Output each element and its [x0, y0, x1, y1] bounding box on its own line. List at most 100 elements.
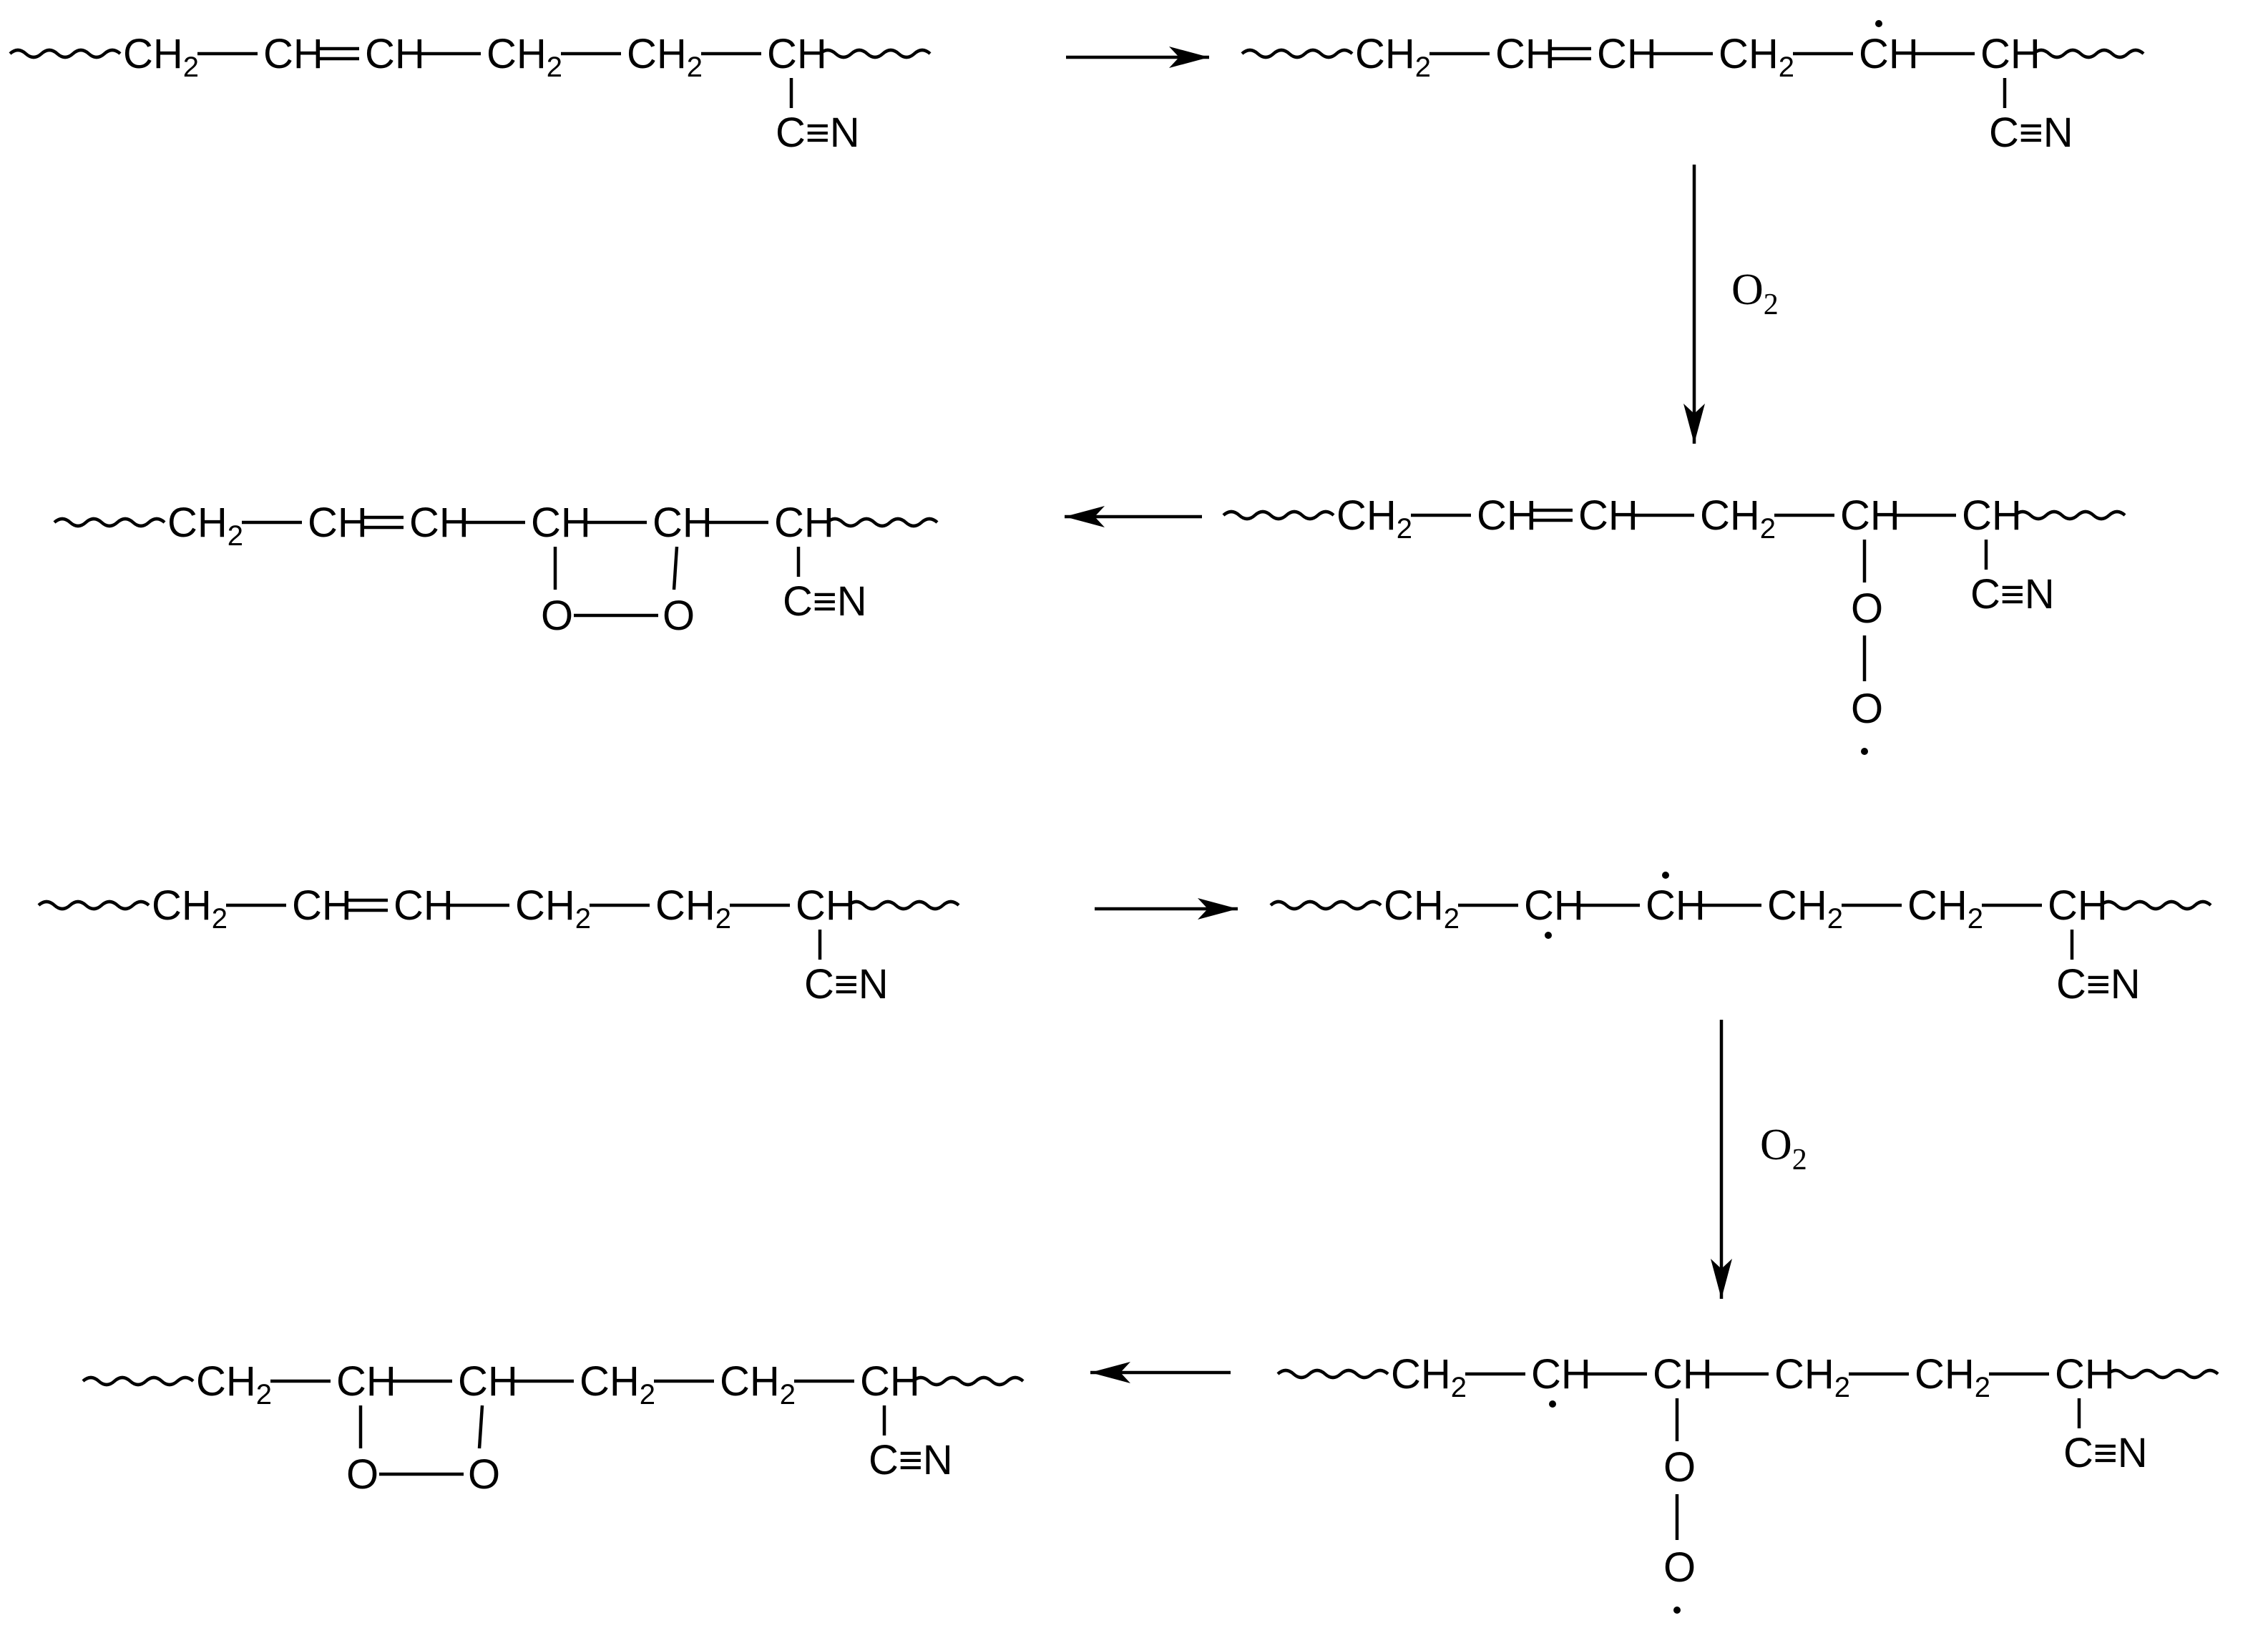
ch2-group: CH2 [1774, 1351, 1850, 1403]
ch2-group: CH2 [627, 31, 703, 83]
ch2-group: CH2 [1355, 31, 1431, 83]
ch2-group: CH2 [1384, 882, 1460, 935]
arrowhead [1065, 506, 1105, 527]
reaction-arrow-step-1b: O2 [1683, 165, 1779, 444]
ch2-group: CH2 [487, 31, 562, 83]
oxygen-atom: O [1851, 585, 1883, 632]
ch-group: CH [2055, 1351, 2115, 1398]
polymer-chain-wavy-bond [818, 48, 932, 59]
polymer-chain-wavy-bond [1222, 510, 1335, 521]
reaction-arrow-step-1a [1066, 47, 1209, 68]
ch2-group: CH2 [720, 1358, 796, 1410]
nitrile-group: C≡N [2056, 961, 2141, 1008]
nitrile-group: C≡N [804, 961, 889, 1008]
ch-group: CH [2048, 882, 2108, 929]
ch-group: CH [860, 1358, 920, 1405]
polymer-chain-wavy-bond [37, 900, 150, 911]
polymer-a: CH2 CH CH CH2 CH2 CH C≡N [9, 31, 932, 156]
reaction-arrow-step-2c [1090, 1362, 1231, 1383]
nitrile-group: C≡N [1989, 109, 2073, 156]
ch-group: CH [1597, 31, 1657, 77]
ch-group: CH [365, 31, 425, 77]
ch-group: CH [1840, 492, 1900, 539]
arrowhead [1169, 47, 1209, 68]
nitrile-group: C≡N [783, 578, 867, 625]
ch-group: CH [458, 1358, 518, 1405]
c-o-bond [672, 546, 679, 590]
reagent-oxygen-label: O2 [1760, 1121, 1807, 1176]
ch-group: CH [796, 882, 856, 929]
oxygen-radical-atom: O [1851, 686, 1883, 732]
ch-group: CH [767, 31, 827, 77]
ch-group: CH [652, 499, 713, 546]
nitrile-group: C≡N [1970, 571, 2055, 618]
polymer-chain-wavy-bond [847, 900, 960, 911]
arrowhead [1683, 404, 1705, 444]
polymer-chain-wavy-bond [2099, 900, 2212, 911]
ch2-group: CH2 [1700, 492, 1776, 545]
ch2-group: CH2 [152, 882, 228, 935]
ch2-group: CH2 [167, 499, 243, 552]
ch-group: CH [774, 499, 834, 546]
radical-dot [1549, 1400, 1556, 1408]
reaction-arrow-step-2b: O2 [1711, 1020, 1807, 1299]
ch-group: CH [263, 31, 323, 77]
ch2-group: CH2 [196, 1358, 272, 1410]
oxygen-atom: O [541, 593, 573, 639]
oxygen-atom: O [468, 1451, 500, 1498]
ch2-group: CH2 [655, 882, 731, 935]
polymer-chain-wavy-bond [82, 1375, 195, 1387]
ch-group: CH [1477, 492, 1537, 539]
ch2-group: CH2 [1907, 882, 1983, 935]
polymer-chain-wavy-bond [1241, 48, 1354, 59]
nitrile-group: C≡N [869, 1437, 953, 1483]
ch2-group: CH2 [580, 1358, 655, 1410]
oxygen-atom: O [663, 593, 695, 639]
oxygen-radical-atom: O [1663, 1544, 1696, 1591]
ch2-group: CH2 [515, 882, 591, 935]
dioxetane-b: CH2 CH CH CH2 CH2 CH O O C≡N [82, 1358, 1025, 1498]
allyl-radical-a: CH2 CH CH CH2 CH CH C≡N [1241, 20, 2145, 156]
arrowhead [1090, 1362, 1130, 1383]
nitrile-group: C≡N [2063, 1430, 2148, 1476]
polymer-chain-wavy-bond [826, 517, 939, 528]
polymer-chain-wavy-bond [911, 1375, 1025, 1387]
oxygen-atom: O [1663, 1444, 1696, 1491]
ch-group: CH [1524, 882, 1584, 929]
ch-group: CH [1495, 31, 1555, 77]
ch2-group: CH2 [1915, 1351, 1990, 1403]
polymer-chain-wavy-bond [1276, 1368, 1389, 1380]
reagent-oxygen-label: O2 [1731, 265, 1779, 321]
polymer-chain-wavy-bond [9, 48, 122, 59]
ch2-group: CH2 [1719, 31, 1794, 83]
ch2-group: CH2 [1767, 882, 1843, 935]
ch-group: CH [1859, 31, 1919, 77]
radical-dot [1545, 932, 1552, 939]
nitrile-group: C≡N [776, 109, 860, 156]
polymer-chain-wavy-bond [2013, 510, 2126, 521]
oxygen-radical-dot [1673, 1607, 1681, 1614]
ch-group: CH [1653, 1351, 1713, 1398]
polymer-chain-wavy-bond [1269, 900, 1382, 911]
ch2-group: CH2 [123, 31, 199, 83]
ch-group: CH [292, 882, 352, 929]
radical-dot [1662, 872, 1669, 879]
radical-dot [1875, 20, 1882, 27]
oxygen-atom: O [346, 1451, 378, 1498]
ch2-group: CH2 [1391, 1351, 1467, 1403]
oxygen-radical-dot [1861, 748, 1868, 755]
ch-group: CH [1980, 31, 2040, 77]
polymer-chain-wavy-bond [53, 517, 166, 528]
ch2-group: CH2 [1336, 492, 1412, 545]
polymer-chain-wavy-bond [2106, 1368, 2219, 1380]
ch-group: CH [336, 1358, 396, 1405]
ch-group: CH [308, 499, 368, 546]
